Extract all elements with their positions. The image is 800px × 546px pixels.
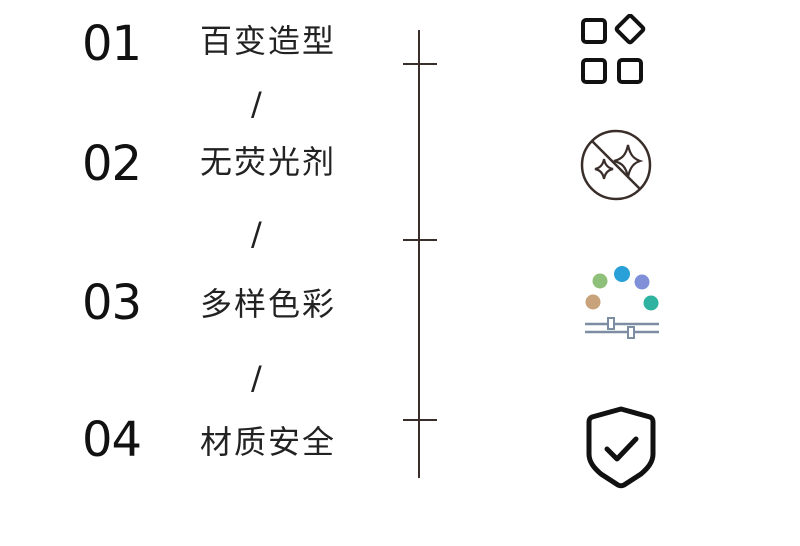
separator-3: / <box>251 359 262 397</box>
separator-1: / <box>251 85 262 123</box>
separator-2: / <box>251 215 262 253</box>
item-label-04: 材质安全 <box>200 423 337 461</box>
item-label-03: 多样色彩 <box>200 285 337 323</box>
color-palette-icon <box>585 266 659 339</box>
item-number-02: 02 <box>82 136 142 192</box>
no-fluorescent-icon <box>580 129 652 201</box>
item-number-01: 01 <box>82 16 142 72</box>
item-number-03: 03 <box>82 275 142 331</box>
item-label-01: 百变造型 <box>200 22 337 60</box>
shapes-grid-icon <box>581 14 646 84</box>
item-number-04: 04 <box>82 412 142 468</box>
item-label-02: 无荧光剂 <box>200 143 337 181</box>
shield-check-icon <box>586 406 656 489</box>
